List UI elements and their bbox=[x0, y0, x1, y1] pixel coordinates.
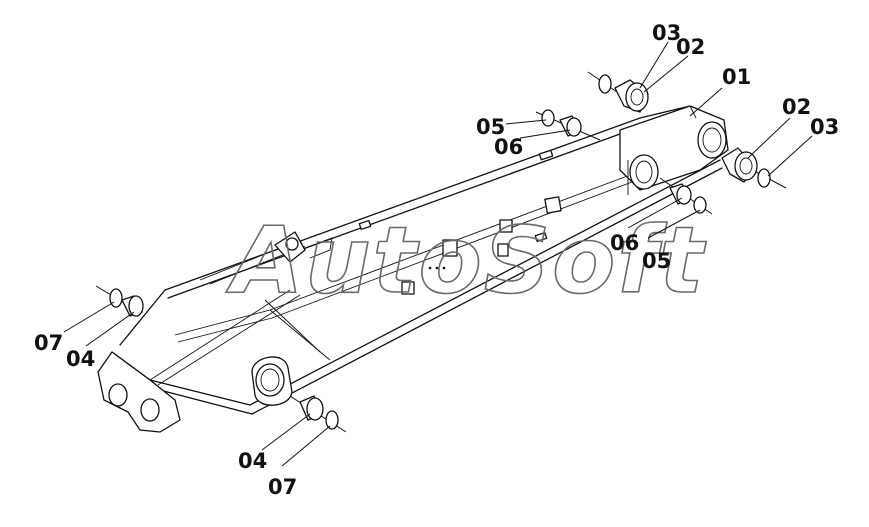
callout-04-bottom: 04 bbox=[238, 449, 267, 473]
part-05-mid bbox=[693, 196, 707, 214]
part-04-left bbox=[121, 295, 144, 317]
callout-02-top: 02 bbox=[676, 35, 705, 59]
watermark-text: AutoSoft bbox=[226, 207, 706, 314]
part-02-top bbox=[614, 79, 649, 113]
part-06-top bbox=[559, 115, 582, 137]
part-03-top bbox=[587, 71, 621, 95]
brackets bbox=[358, 149, 562, 295]
boom-foot-left bbox=[97, 351, 293, 433]
part-02-right bbox=[721, 147, 758, 183]
part-06-mid bbox=[659, 177, 713, 215]
top-lug bbox=[274, 231, 333, 263]
part-07-bottom bbox=[325, 410, 339, 430]
callouts: 03 02 01 02 03 05 06 06 05 07 04 04 07 bbox=[34, 21, 839, 499]
callout-05-mid: 05 bbox=[642, 249, 671, 273]
callout-07-bottom: 07 bbox=[268, 475, 297, 499]
callout-07-left: 07 bbox=[34, 331, 63, 355]
callout-06-top: 06 bbox=[494, 135, 523, 159]
boom-head-right bbox=[619, 105, 729, 195]
callout-03-top: 03 bbox=[652, 21, 681, 45]
callout-06-mid: 06 bbox=[610, 231, 639, 255]
callout-04-left: 04 bbox=[66, 347, 95, 371]
callout-leaders bbox=[63, 41, 813, 467]
callout-05-top: 05 bbox=[476, 115, 505, 139]
callout-01: 01 bbox=[722, 65, 751, 89]
part-04-bottom bbox=[289, 395, 347, 433]
callout-03-right: 03 bbox=[810, 115, 839, 139]
part-03-right bbox=[755, 168, 787, 189]
callout-02-right: 02 bbox=[782, 95, 811, 119]
